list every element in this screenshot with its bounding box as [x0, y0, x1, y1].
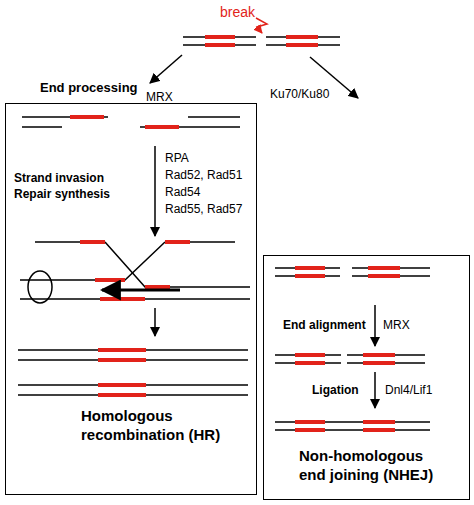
homology-segment	[286, 35, 318, 39]
dna-strand	[140, 126, 240, 128]
homology-segment	[363, 420, 395, 424]
dna-strand	[352, 267, 430, 269]
break-label: break	[220, 4, 255, 20]
protein-label: Ku70/Ku80	[270, 86, 329, 102]
homology-segments	[80, 240, 190, 301]
dna-strand	[165, 241, 235, 243]
homology-segment	[145, 285, 170, 289]
homology-segments	[98, 348, 146, 397]
homology-segment	[98, 383, 146, 387]
dna-strand	[275, 429, 430, 431]
homology-segment	[363, 353, 395, 357]
homology-segment	[98, 348, 146, 352]
step-arrow	[154, 308, 156, 336]
homology-segment	[363, 361, 395, 365]
dna-strand	[275, 421, 430, 423]
broken-dna	[183, 37, 340, 45]
step-label: End alignment	[283, 317, 366, 333]
dna-strand	[18, 349, 248, 351]
dna-strand	[266, 44, 340, 46]
dna-strand	[22, 126, 62, 128]
homology-segment	[295, 361, 325, 365]
step-label: End processing	[40, 80, 138, 96]
dna-strand	[275, 354, 341, 356]
homology-segment	[95, 278, 125, 282]
homology-segment	[80, 240, 105, 244]
dna-strand	[266, 36, 340, 38]
dna-strand	[347, 362, 425, 364]
synthesis-arrow	[102, 289, 180, 292]
homology-segment	[205, 43, 235, 47]
dna-strand	[35, 241, 105, 243]
dna-strand	[183, 44, 256, 46]
homology-segment	[98, 358, 146, 362]
pathway-arrow	[150, 55, 182, 83]
step-label: Ligation	[312, 382, 359, 398]
homology-segment	[145, 125, 179, 129]
protein-label: Rad54	[165, 184, 200, 200]
dna-strand	[18, 384, 248, 386]
nhej-dna	[275, 268, 430, 430]
homology-segment	[368, 274, 400, 278]
step-label: Strand invasion Repair synthesis	[14, 170, 122, 202]
template-strand	[20, 298, 250, 300]
homology-segment	[165, 240, 190, 244]
dna-strand	[275, 267, 340, 269]
homology-segments	[295, 266, 400, 432]
invading-strand	[105, 242, 250, 287]
protein-label: MRX	[146, 89, 173, 105]
homology-segment	[295, 274, 325, 278]
resected-dna	[22, 117, 240, 127]
step-arrow	[374, 372, 376, 408]
step-arrow	[154, 146, 156, 236]
template-loop	[28, 271, 52, 303]
pathway-box: Non-homologous end joining (NHEJ)	[263, 255, 470, 500]
protein-label: Rad55, Rad57	[165, 201, 242, 217]
homology-segment	[295, 428, 325, 432]
homology-segment	[286, 43, 318, 47]
invading-strand	[20, 242, 165, 280]
dna-strand	[275, 362, 341, 364]
homology-segments	[70, 115, 179, 129]
dna-strand	[275, 275, 340, 277]
strand-invasion	[20, 242, 250, 303]
homology-segment	[98, 393, 146, 397]
homology-segment	[70, 115, 104, 119]
step-arrow	[374, 305, 376, 346]
protein-label: Dnl4/Lif1	[385, 382, 432, 398]
protein-label: Rad52, Rad51	[165, 167, 242, 183]
dna-strand	[18, 394, 248, 396]
dna-strand	[352, 275, 430, 277]
homology-segment	[100, 297, 145, 301]
dna-strand	[18, 359, 248, 361]
homology-segment	[368, 266, 400, 270]
homology-segment	[295, 266, 325, 270]
pathway-arrow	[310, 57, 358, 98]
break-bolt	[256, 18, 267, 33]
pathway-title: Non-homologous end joining (NHEJ)	[299, 446, 449, 484]
dna-strand	[183, 36, 256, 38]
dna-strand	[22, 116, 108, 118]
pathway-title: Homologous recombination (HR)	[81, 406, 231, 444]
repaired-dna	[18, 350, 248, 395]
homology-segments	[205, 35, 318, 47]
protein-label: MRX	[383, 317, 410, 333]
protein-label: RPA	[165, 150, 189, 166]
homology-segment	[295, 420, 325, 424]
homology-segment	[205, 35, 235, 39]
homology-segment	[363, 428, 395, 432]
homology-segment	[295, 353, 325, 357]
pathway-box: Homologous recombination (HR)	[5, 103, 257, 495]
dna-strand	[188, 116, 240, 118]
dna-strand	[347, 354, 425, 356]
